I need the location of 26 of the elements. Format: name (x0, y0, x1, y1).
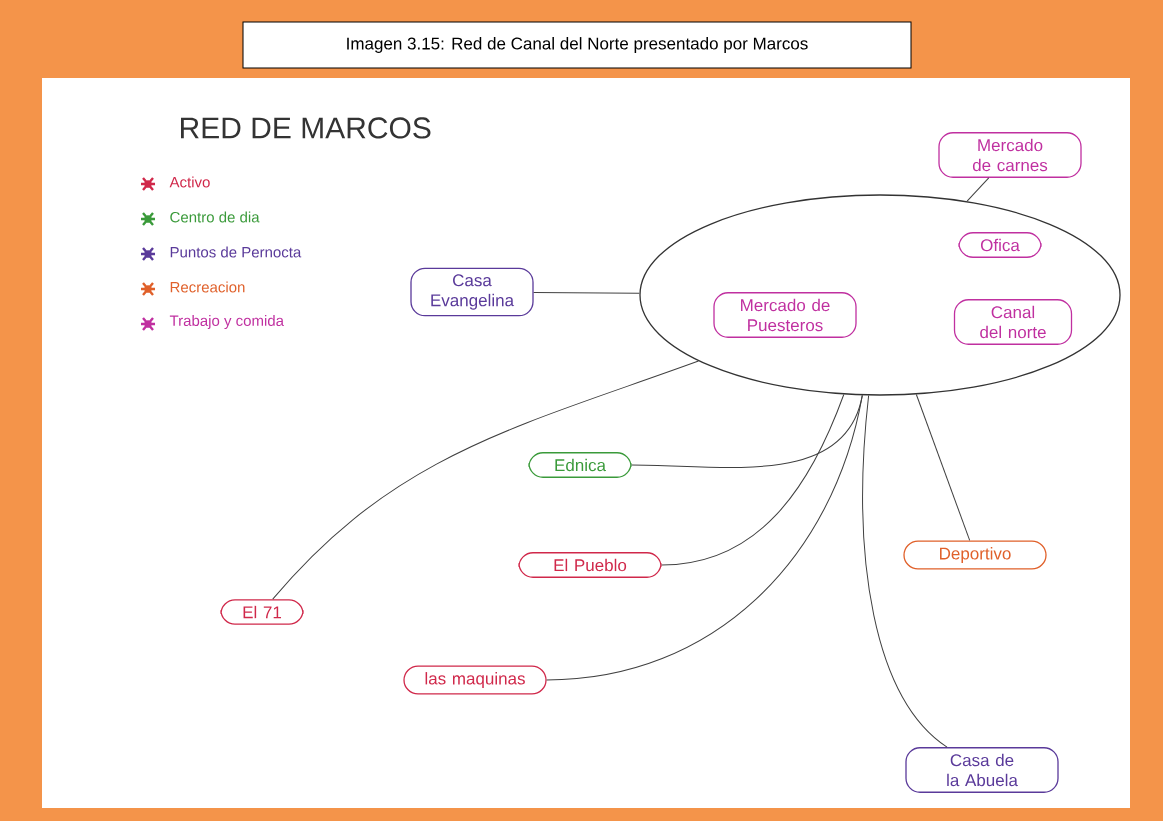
place-bubble: Deportivo (903, 540, 1047, 570)
place-bubble: Ofica (958, 232, 1042, 258)
place-bubble: Canal del norte (953, 299, 1073, 345)
place-bubble: Casa Evangelina (410, 267, 534, 317)
place-bubble: Casa de la Abuela (905, 747, 1059, 793)
heading: RED DE MARCOS (181, 117, 431, 139)
place-bubble: El 71 (220, 599, 304, 625)
legend-label: Recreacion (170, 281, 245, 293)
place-bubble: Ednica (528, 452, 632, 478)
connector-line (661, 394, 845, 566)
legend-label: Puntos de Pernocta (170, 246, 302, 258)
place-bubble: Mercado de Puesteros (713, 292, 857, 338)
connector-line (272, 360, 699, 600)
legend-label: Centro de dia (170, 211, 260, 223)
connector-line (546, 394, 863, 681)
legend-label: Activo (169, 176, 210, 188)
legend-label: Trabajo y comida (169, 315, 284, 329)
connector-line (915, 394, 971, 541)
place-bubble: El Pueblo (518, 552, 662, 578)
title-box: Imagen 3.15: Red de Canal del Norte presentado por Marcos (242, 21, 912, 69)
place-bubble: Mercado de carnes (938, 132, 1082, 178)
connector-line (862, 395, 948, 748)
connector-line (966, 177, 990, 202)
place-bubble: las maquinas (403, 665, 547, 695)
market-blob (639, 194, 1121, 396)
connector-line (533, 291, 640, 294)
